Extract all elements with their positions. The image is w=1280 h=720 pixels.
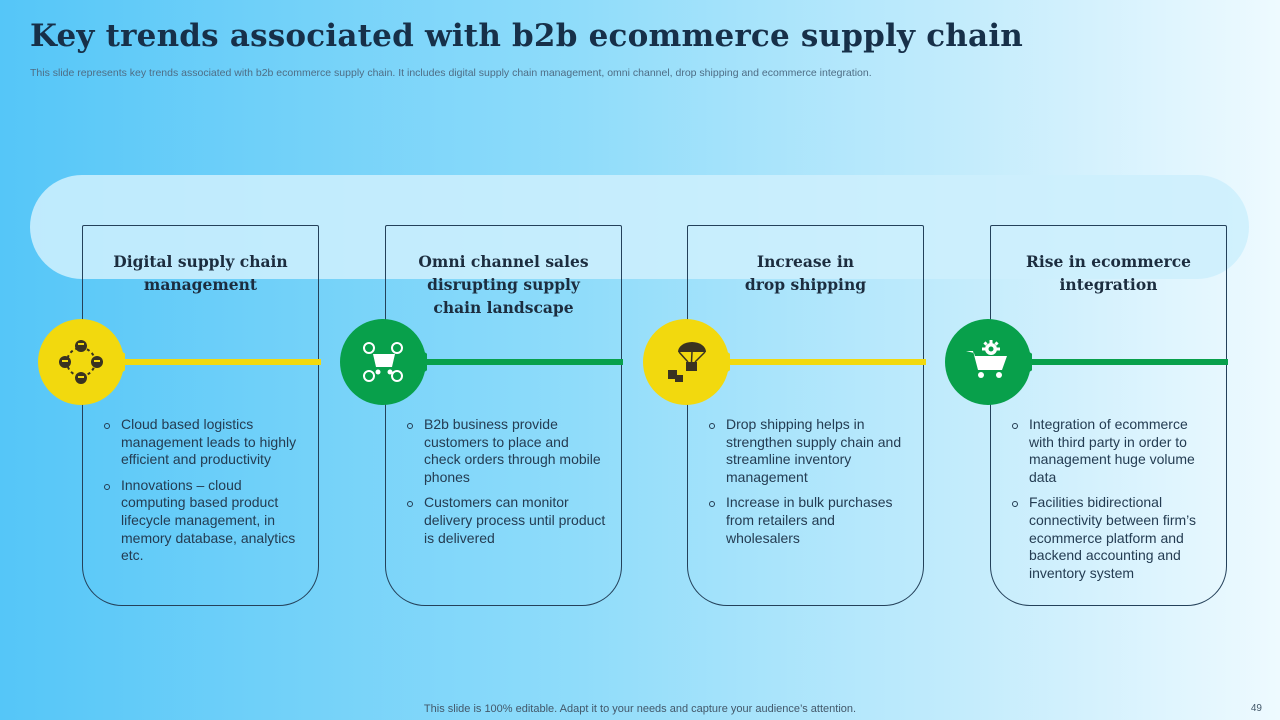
list-item: B2b business provide customers to place … xyxy=(406,416,606,486)
connector-line xyxy=(725,359,926,365)
omnichannel-cart-icon xyxy=(340,319,427,405)
trend-card-ecommerce-integration: Rise in ecommerce integration Integratio… xyxy=(990,225,1227,606)
connector-line xyxy=(1028,359,1228,365)
page-number: 49 xyxy=(1250,703,1262,714)
trend-card-omni-channel: Omni channel sales disrupting supply cha… xyxy=(385,225,622,606)
card-title: Increase in drop shipping xyxy=(744,252,867,294)
list-item: Customers can monitor delivery process u… xyxy=(406,494,606,547)
parachute-box-icon xyxy=(643,319,730,405)
connector-line xyxy=(423,359,623,365)
cart-gear-icon xyxy=(945,319,1032,405)
list-item: Facilities bidirectional connectivity be… xyxy=(1011,494,1211,582)
connector-line xyxy=(120,359,321,365)
slide-title: Key trends associated with b2b ecommerce… xyxy=(30,18,1024,54)
bullet-list: B2b business provide customers to place … xyxy=(406,416,606,555)
list-item: Increase in bulk purchases from retailer… xyxy=(708,494,908,547)
card-title: Omni channel sales disrupting supply cha… xyxy=(418,252,589,317)
list-item: Integration of ecommerce with third part… xyxy=(1011,416,1211,486)
card-title: Rise in ecommerce integration xyxy=(1025,252,1192,294)
network-nodes-icon xyxy=(38,319,125,405)
list-item: Innovations – cloud computing based prod… xyxy=(103,477,303,565)
trend-card-digital-supply-chain: Digital supply chain management Cloud ba… xyxy=(82,225,319,606)
bullet-list: Cloud based logistics management leads t… xyxy=(103,416,303,573)
header-band xyxy=(30,175,1249,279)
card-title: Digital supply chain management xyxy=(113,252,288,294)
slide-subtitle: This slide represents key trends associa… xyxy=(30,67,872,79)
footer-note: This slide is 100% editable. Adapt it to… xyxy=(423,703,857,715)
list-item: Drop shipping helps in strengthen supply… xyxy=(708,416,908,486)
trend-card-drop-shipping: Increase in drop shipping Drop shipping … xyxy=(687,225,924,606)
bullet-list: Drop shipping helps in strengthen supply… xyxy=(708,416,908,555)
bullet-list: Integration of ecommerce with third part… xyxy=(1011,416,1211,590)
list-item: Cloud based logistics management leads t… xyxy=(103,416,303,469)
